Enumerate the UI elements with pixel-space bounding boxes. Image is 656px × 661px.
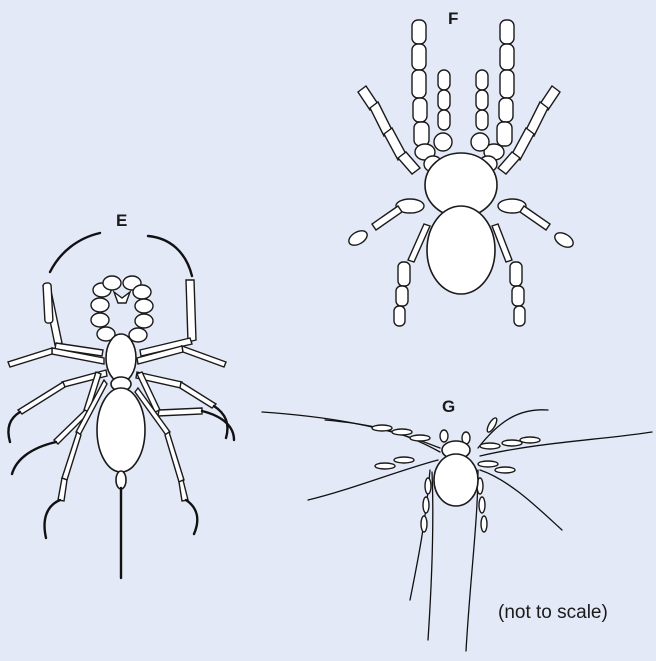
label-f: F (448, 9, 458, 28)
specimen-e-right-legs (135, 346, 234, 534)
specimen-e-chelicerae (91, 276, 153, 342)
specimen-e: E (8, 211, 234, 578)
specimen-g-abdomen (434, 454, 478, 506)
scale-note: (not to scale) (498, 602, 608, 623)
specimen-f-abdomen (427, 206, 495, 294)
specimen-e-abdomen (97, 388, 145, 472)
label-g: G (442, 397, 455, 416)
specimen-f-front-legs (412, 20, 514, 146)
specimen-e-flagellum-base (116, 471, 126, 489)
specimen-f: F (346, 9, 575, 326)
specimen-e-left-legs (8, 348, 107, 538)
specimen-e-left-pedipalp (43, 233, 103, 356)
label-e: E (116, 211, 127, 230)
specimen-e-cephalothorax (106, 334, 136, 382)
